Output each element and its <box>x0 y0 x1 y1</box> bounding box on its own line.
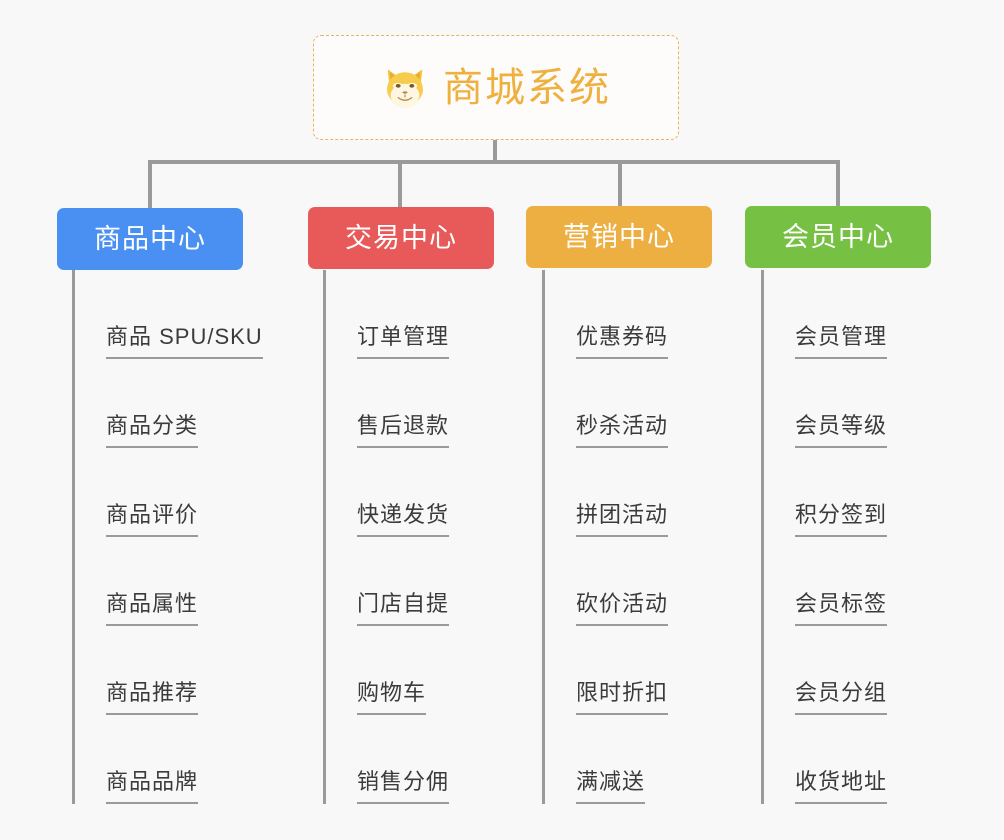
leaf-label: 会员标签 <box>795 593 888 626</box>
branch-label: 商品中心 <box>94 223 206 254</box>
list-item[interactable]: 拼团活动 <box>542 448 782 537</box>
list-item[interactable]: 商品属性 <box>72 537 312 626</box>
list-item[interactable]: 秒杀活动 <box>542 359 782 448</box>
list-item[interactable]: 快递发货 <box>323 448 563 537</box>
branch-header-营销中心[interactable]: 营销中心 <box>526 206 712 268</box>
leaf-label: 会员等级 <box>795 415 888 448</box>
branch-header-会员中心[interactable]: 会员中心 <box>745 206 931 268</box>
column-spine <box>761 270 764 804</box>
branch-items-营销中心: 优惠券码 秒杀活动 拼团活动 砍价活动 限时折扣 满减送 <box>542 270 782 804</box>
root-node[interactable]: 商城系统 <box>313 35 679 140</box>
branch-label: 营销中心 <box>563 221 675 252</box>
root-title: 商城系统 <box>443 65 611 110</box>
leaf-label: 快递发货 <box>357 504 450 537</box>
branch-items-交易中心: 订单管理 售后退款 快递发货 门店自提 购物车 销售分佣 <box>323 270 563 804</box>
leaf-label: 订单管理 <box>357 326 450 359</box>
leaf-label: 商品品牌 <box>106 771 199 804</box>
leaf-label: 砍价活动 <box>576 593 669 626</box>
leaf-label: 会员分组 <box>795 682 888 715</box>
list-item[interactable]: 售后退款 <box>323 359 563 448</box>
leaf-label: 限时折扣 <box>576 682 669 715</box>
leaf-label: 满减送 <box>576 771 646 804</box>
list-item[interactable]: 商品推荐 <box>72 626 312 715</box>
column-spine <box>323 270 326 804</box>
leaf-label: 购物车 <box>357 682 427 715</box>
list-item[interactable]: 商品 SPU/SKU <box>72 270 312 359</box>
branch-drop-connector-2 <box>398 160 402 210</box>
list-item[interactable]: 销售分佣 <box>323 715 563 804</box>
branch-drop-connector-3 <box>618 160 622 210</box>
leaf-label: 商品 SPU/SKU <box>106 326 263 359</box>
list-item[interactable]: 会员分组 <box>761 626 1001 715</box>
branch-items-会员中心: 会员管理 会员等级 积分签到 会员标签 会员分组 收货地址 <box>761 270 1001 804</box>
branch-label: 会员中心 <box>782 221 894 252</box>
list-item[interactable]: 限时折扣 <box>542 626 782 715</box>
list-item[interactable]: 会员标签 <box>761 537 1001 626</box>
branch-drop-connector-1 <box>148 160 152 210</box>
leaf-label: 商品分类 <box>106 415 199 448</box>
branch-label: 交易中心 <box>345 222 457 253</box>
leaf-label: 收货地址 <box>795 771 888 804</box>
leaf-label: 拼团活动 <box>576 504 669 537</box>
branch-header-交易中心[interactable]: 交易中心 <box>308 207 494 269</box>
list-item[interactable]: 积分签到 <box>761 448 1001 537</box>
list-item[interactable]: 商品分类 <box>72 359 312 448</box>
leaf-label: 门店自提 <box>357 593 450 626</box>
leaf-label: 优惠券码 <box>576 326 669 359</box>
leaf-label: 销售分佣 <box>357 771 450 804</box>
list-item[interactable]: 购物车 <box>323 626 563 715</box>
list-item[interactable]: 门店自提 <box>323 537 563 626</box>
branch-drop-connector-4 <box>836 160 840 210</box>
list-item[interactable]: 订单管理 <box>323 270 563 359</box>
column-spine <box>542 270 545 804</box>
branch-items-商品中心: 商品 SPU/SKU 商品分类 商品评价 商品属性 商品推荐 商品品牌 <box>72 270 312 804</box>
list-item[interactable]: 砍价活动 <box>542 537 782 626</box>
list-item[interactable]: 满减送 <box>542 715 782 804</box>
list-item[interactable]: 会员管理 <box>761 270 1001 359</box>
branch-bus-connector <box>150 160 840 164</box>
leaf-label: 商品评价 <box>106 504 199 537</box>
list-item[interactable]: 收货地址 <box>761 715 1001 804</box>
leaf-label: 积分签到 <box>795 504 888 537</box>
list-item[interactable]: 会员等级 <box>761 359 1001 448</box>
shiba-dog-icon <box>381 65 429 111</box>
leaf-label: 会员管理 <box>795 326 888 359</box>
leaf-label: 秒杀活动 <box>576 415 669 448</box>
column-spine <box>72 270 75 804</box>
leaf-label: 商品属性 <box>106 593 199 626</box>
list-item[interactable]: 商品评价 <box>72 448 312 537</box>
list-item[interactable]: 优惠券码 <box>542 270 782 359</box>
root-trunk-connector <box>493 140 497 164</box>
list-item[interactable]: 商品品牌 <box>72 715 312 804</box>
leaf-label: 售后退款 <box>357 415 450 448</box>
branch-header-商品中心[interactable]: 商品中心 <box>57 208 243 270</box>
leaf-label: 商品推荐 <box>106 682 199 715</box>
